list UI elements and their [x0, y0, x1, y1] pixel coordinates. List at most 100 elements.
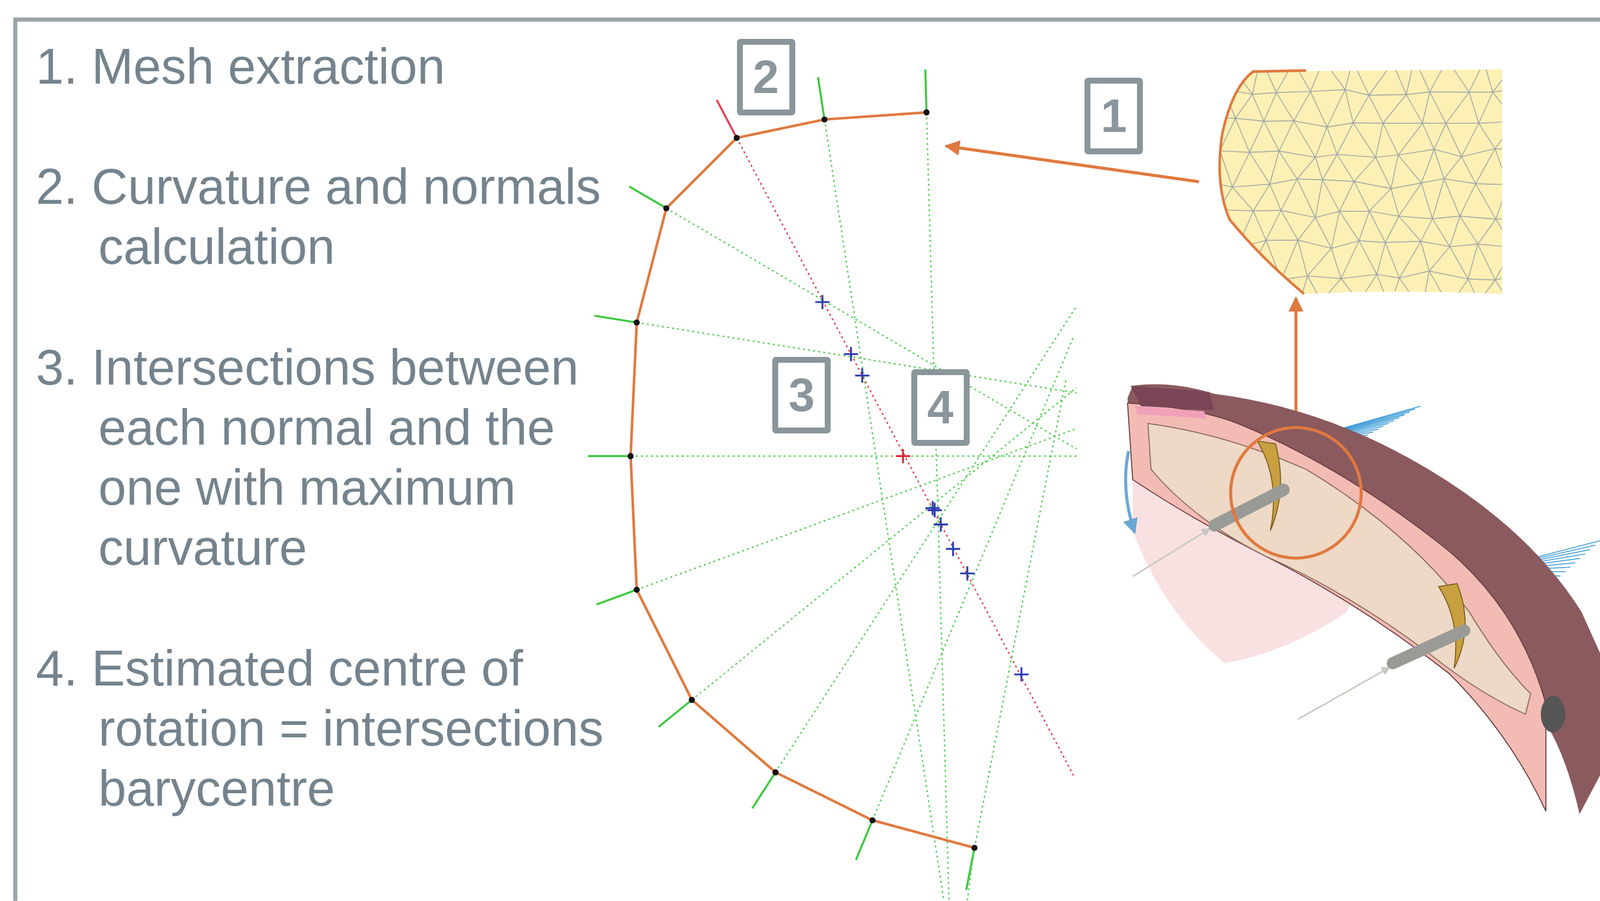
mesh-edge [1215, 271, 1235, 312]
mesh-edge [1375, 157, 1391, 189]
mesh-edge [1469, 92, 1479, 124]
mesh-edge [1199, 88, 1224, 118]
mesh-edge [1198, 56, 1232, 66]
mesh-edge [1235, 118, 1250, 153]
intersection-mark [946, 541, 961, 557]
mesh-edge [1232, 184, 1271, 188]
mesh-edge [1265, 279, 1282, 304]
mesh-edge [1269, 184, 1281, 211]
mesh-edge [1321, 301, 1360, 303]
normal-tick [752, 772, 776, 809]
mesh-edge [1399, 216, 1433, 219]
mesh-edge [1508, 150, 1529, 185]
mesh-edge [1339, 210, 1370, 213]
mesh-edge [1445, 92, 1469, 124]
mesh-edge [1280, 179, 1297, 211]
mesh-edge [1252, 57, 1261, 95]
mesh-edge [1495, 219, 1513, 248]
mesh-edge [1432, 218, 1451, 247]
mesh-edge [1461, 123, 1479, 157]
mesh-edge [1359, 240, 1386, 243]
mesh-edge [1293, 60, 1324, 62]
mesh-edge [1399, 278, 1423, 310]
mesh-edge [1495, 121, 1516, 149]
mesh-edge [1265, 210, 1281, 241]
mesh-edge [1495, 279, 1513, 307]
mesh-edge [1337, 123, 1354, 155]
mesh-edge [1235, 118, 1264, 122]
mesh-edge [1231, 65, 1253, 95]
mesh-edge [1264, 121, 1279, 152]
mesh-edge [1353, 123, 1376, 158]
callout-text: 3 [788, 371, 815, 419]
mesh-edge [1422, 123, 1447, 125]
mesh-edge [1443, 178, 1476, 184]
mesh-edge [1359, 301, 1390, 307]
extraction-arrow [946, 146, 1200, 183]
mesh-edge [1478, 92, 1493, 124]
axis-arrow [1132, 529, 1211, 577]
mesh-edge [1315, 211, 1340, 218]
mesh-edge [1323, 60, 1346, 90]
mesh-edge [1354, 181, 1392, 189]
mesh-edge [1297, 240, 1332, 249]
mesh-edge [1199, 117, 1236, 119]
mesh-edge [1331, 211, 1340, 249]
mesh-edge [1420, 241, 1450, 247]
mesh-edge [1252, 92, 1276, 95]
mesh-edge [1369, 94, 1407, 96]
mesh-edge [1353, 122, 1384, 124]
intersection-mark [1014, 667, 1029, 682]
mesh-edge [1354, 181, 1370, 212]
mesh-edge [1220, 150, 1233, 188]
mesh-edge [1253, 210, 1266, 241]
normal-tick [594, 315, 637, 323]
mesh-edge [1359, 211, 1370, 241]
mesh-edge [1307, 276, 1322, 302]
callout-number: 4 [911, 369, 970, 446]
vertex-dot [733, 134, 740, 141]
mesh-edge [1260, 57, 1294, 63]
mesh-edge [1322, 154, 1338, 180]
mesh-edge [1297, 179, 1323, 180]
mesh-edge [1297, 179, 1316, 218]
intersection-mark [925, 501, 940, 516]
mesh-edge [1232, 187, 1254, 211]
nail [1130, 385, 1215, 411]
mesh-edge [1397, 123, 1423, 155]
mesh-edge [1390, 183, 1421, 189]
mesh-edge [1445, 123, 1479, 124]
mesh-edge [1478, 244, 1514, 249]
mesh-edge [1341, 278, 1360, 302]
mesh-edge [1352, 60, 1370, 95]
mesh-edge [1269, 179, 1297, 185]
mesh-edge [1265, 239, 1298, 241]
intersection-mark [927, 503, 942, 518]
vertex-dot [821, 116, 828, 123]
mesh-edge [1447, 59, 1484, 62]
mesh-edge [1297, 240, 1308, 277]
mesh-edge [1341, 240, 1360, 279]
mesh-edge [1492, 65, 1513, 92]
mesh-edge [1252, 94, 1264, 121]
normal-line [630, 455, 1077, 457]
mesh-edge [1234, 271, 1251, 312]
mesh-edge [1369, 188, 1391, 211]
normal-tick [596, 589, 637, 605]
mesh-edge [1205, 249, 1216, 272]
intersection-mark [815, 295, 830, 310]
normal-tick [855, 820, 873, 861]
mesh-edge [1235, 94, 1253, 118]
mesh-edge [1326, 127, 1337, 155]
mesh-edge [1383, 123, 1423, 124]
mesh-edge [1344, 89, 1354, 124]
mesh-edge [1495, 148, 1509, 185]
mesh-edge [1215, 270, 1251, 273]
mesh-edge [1459, 216, 1496, 220]
mesh-edge [1478, 244, 1496, 281]
mesh-edge [1322, 179, 1355, 182]
mesh-edge [1399, 270, 1430, 279]
axis-arrow [1297, 667, 1390, 720]
mesh-edge [1478, 302, 1513, 308]
